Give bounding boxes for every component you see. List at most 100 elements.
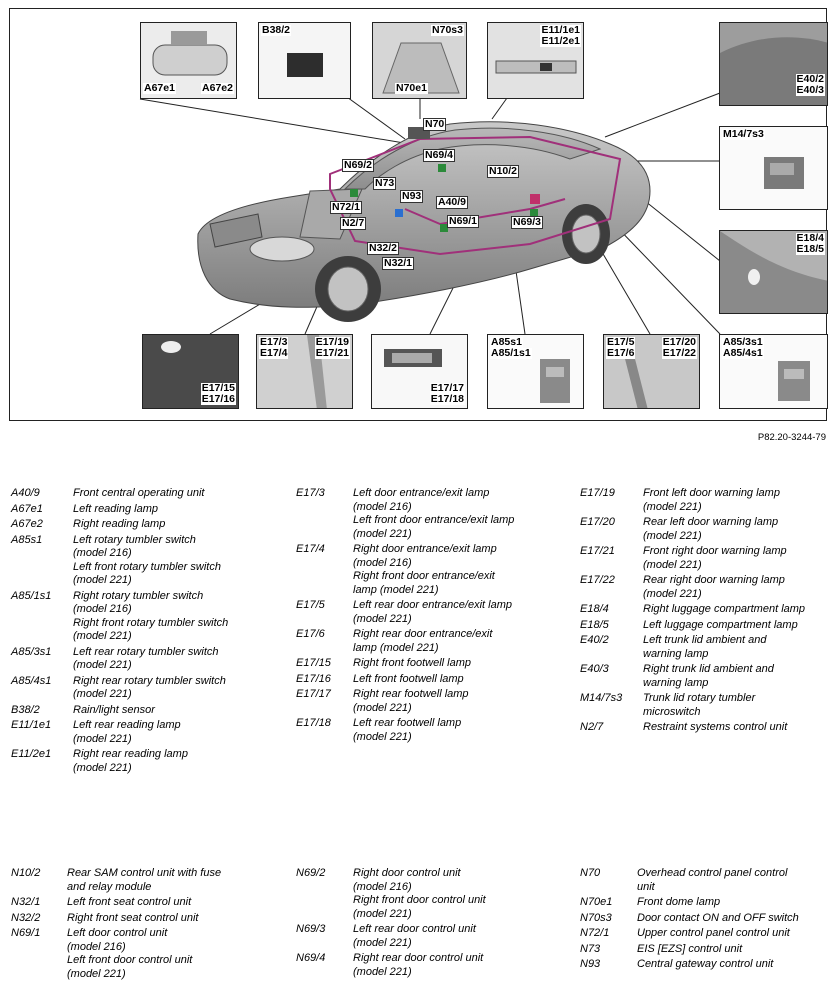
legend-code: N69/3 — [296, 923, 326, 935]
legend-description-line: Right rear footwell lamp — [353, 688, 469, 700]
legend-code: N69/4 — [296, 952, 326, 964]
legend-description-line: (model 221) — [353, 527, 412, 540]
legend-description-line: Left reading lamp — [73, 502, 158, 515]
legend-description-line: Left rear rotary tumbler switch — [73, 645, 219, 658]
legend-entry: N70s3 Door contact ON and OFF switch — [580, 912, 830, 926]
legend-description-line: Right rear rotary tumbler switch — [73, 674, 226, 687]
legend-code: E11/2e1 — [11, 748, 52, 760]
legend-description-line: (model 221) — [353, 730, 412, 743]
legend-code: E17/16 — [296, 672, 331, 685]
legend-code: A67e1 — [11, 502, 43, 515]
legend-description: Right rear footwell lamp(model 221) — [353, 688, 576, 715]
legend-code: E17/22 — [580, 574, 615, 586]
callout-label: B38/2 — [261, 24, 292, 36]
legend-description: Right front footwell lamp — [353, 657, 576, 671]
callout-label: E40/3 — [795, 84, 825, 96]
legend-description-line: Left front door entrance/exit lamp — [353, 514, 515, 526]
legend-description-line: and relay module — [67, 880, 152, 893]
legend-description: Rear right door warning lamp(model 221) — [643, 574, 830, 601]
legend-code: E17/17 — [296, 688, 331, 700]
legend-description-line: Left front door control unit — [67, 954, 193, 966]
legend-code: N2/7 — [580, 721, 604, 733]
legend-description: Right rear rotary tumbler switch(model 2… — [73, 675, 281, 702]
legend-description-line: Front right door warning lamp — [643, 545, 787, 557]
legend-description-line: lamp (model 221) — [353, 583, 439, 596]
legend-description-line: Left rotary tumbler switch — [73, 533, 196, 546]
callout-label: E17/4 — [259, 347, 289, 359]
car-label: N69/4 — [423, 149, 456, 162]
legend-code: N10/2 — [11, 867, 41, 879]
legend-description-line: (model 221) — [353, 907, 412, 920]
legend-description-line: Left front footwell lamp — [353, 672, 464, 685]
legend-code: N32/1 — [11, 896, 41, 908]
legend-description-line: Right front rotary tumbler switch — [73, 616, 229, 629]
callout-label: E17/17 — [429, 382, 465, 394]
callout-rear-door-lamps: E17/5 E17/6 E17/20 E17/22 — [603, 334, 700, 409]
legend-entry: E17/17 Right rear footwell lamp(model 221… — [296, 688, 576, 715]
legend-description-line: Left front seat control unit — [67, 896, 192, 908]
callout-label: M14/7s3 — [722, 128, 765, 140]
legend-description-line: Right front door entrance/exit — [353, 570, 495, 582]
legend-description-line: (model 221) — [353, 965, 412, 978]
legend-description: Right front seat control unit — [67, 912, 281, 926]
car-label: N69/3 — [511, 216, 544, 229]
legend-description-line: Left rear reading lamp — [73, 719, 181, 731]
legend-code: N70s3 — [580, 911, 612, 924]
legend-description: Front dome lamp — [637, 896, 830, 910]
legend-description: Right rotary tumbler switch(model 216)Ri… — [73, 590, 281, 644]
car-label: N69/1 — [447, 215, 480, 228]
legend-description: Left rear reading lamp(model 221) — [73, 719, 281, 746]
callout-luggage-lamps: E18/4 E18/5 — [719, 230, 828, 314]
legend-code: N70 — [580, 867, 601, 879]
legend-description-line: warning lamp — [643, 676, 709, 689]
legend-description: Left rear rotary tumbler switch(model 22… — [73, 646, 281, 673]
legend-description-line: Right front seat control unit — [67, 911, 199, 924]
legend-code: E17/4 — [296, 543, 325, 555]
legend-description-line: (model 216) — [353, 500, 412, 513]
legend-description: Left rear door entrance/exit lamp(model … — [353, 599, 576, 626]
callout-trunk-microswitch: M14/7s3 — [719, 126, 828, 210]
diagram-frame: A67e1 A67e2 B38/2 N70s3 N70e1 E11/1e1 E1… — [9, 8, 828, 421]
legend-description-line: Restraint systems control unit — [643, 721, 788, 733]
callout-label: E17/18 — [429, 393, 465, 405]
legend-entry: A85/4s1 Right rear rotary tumbler switch(… — [11, 675, 281, 702]
legend-description: Right rear door control unit(model 221) — [353, 952, 576, 979]
legend-description-line: (model 221) — [353, 936, 412, 949]
legend-code: A85/4s1 — [11, 674, 52, 687]
legend-description: Right luggage compartment lamp — [643, 603, 830, 617]
legend-code: A85/3s1 — [11, 645, 52, 658]
microswitch-photo — [720, 127, 827, 209]
car-label: N93 — [400, 190, 424, 203]
callout-rear-reading-lamps: E11/1e1 E11/2e1 — [487, 22, 584, 99]
luggage-lamp-photo — [720, 231, 827, 313]
legend-description-line: microswitch — [643, 705, 701, 718]
legend-description-line: (model 221) — [353, 701, 412, 714]
callout-front-footwell-lamps: E17/15 E17/16 — [142, 334, 239, 409]
legend-description: Right door control unit(model 216)Right … — [353, 867, 576, 921]
car-label: N2/7 — [340, 217, 367, 230]
legend-entry: E17/16 Left front footwell lamp — [296, 673, 576, 687]
legend-code: N32/2 — [11, 911, 41, 924]
legend-description-line: Trunk lid rotary tumbler — [643, 692, 756, 704]
legend-description: Door contact ON and OFF switch — [637, 912, 830, 926]
legend-code: N93 — [580, 958, 601, 970]
callout-label: E11/2e1 — [540, 35, 581, 47]
car-label: N10/2 — [487, 165, 520, 178]
